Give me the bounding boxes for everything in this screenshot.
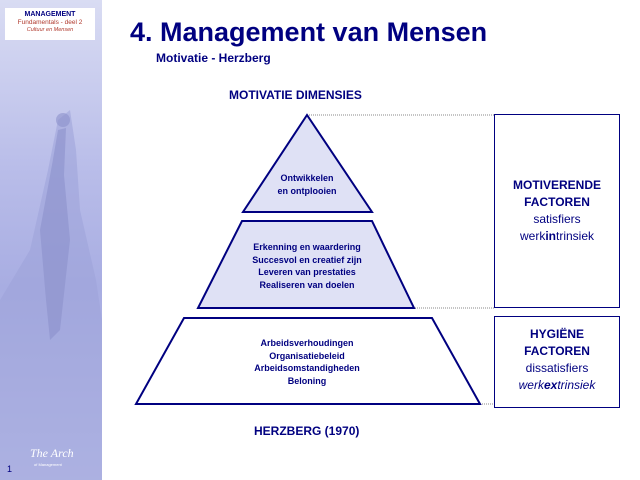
tier-middle-line: Realiseren van doelen xyxy=(222,279,392,292)
pyramid-tier-top xyxy=(243,115,372,212)
hygiene-term-suffix: trinsiek xyxy=(557,378,595,392)
hygiene-term-prefix: werk xyxy=(519,378,544,392)
tier-top-text: Ontwikkelen en ontplooien xyxy=(247,172,367,197)
tier-bottom-line: Organisatiebeleid xyxy=(222,350,392,363)
tier-top-line: en ontplooien xyxy=(247,185,367,198)
motivators-term: werkintrinsiek xyxy=(495,228,619,245)
tier-bottom-line: Arbeidsverhoudingen xyxy=(222,337,392,350)
tier-bottom-text: Arbeidsverhoudingen Organisatiebeleid Ar… xyxy=(222,337,392,387)
diagram-caption: HERZBERG (1970) xyxy=(254,424,359,438)
motivators-title-line2: FACTOREN xyxy=(495,194,619,211)
hygiene-title-line2: FACTOREN xyxy=(495,343,619,360)
tier-middle-line: Erkenning en waardering xyxy=(222,241,392,254)
tier-top-line: Ontwikkelen xyxy=(247,172,367,185)
hygiene-box: HYGIËNE FACTOREN dissatisfiers werkextri… xyxy=(494,316,620,408)
motivators-term-prefix: werk xyxy=(520,229,545,243)
tier-middle-text: Erkenning en waardering Succesvol en cre… xyxy=(222,241,392,291)
motivators-title-line1: MOTIVERENDE xyxy=(495,177,619,194)
tier-middle-line: Leveren van prestaties xyxy=(222,266,392,279)
tier-bottom-line: Arbeidsomstandigheden xyxy=(222,362,392,375)
motivators-term-suffix: trinsiek xyxy=(556,229,594,243)
motivators-label: satisfiers xyxy=(495,211,619,228)
hygiene-label: dissatisfiers xyxy=(495,360,619,377)
hygiene-title-line1: HYGIËNE xyxy=(495,326,619,343)
tier-middle-line: Succesvol en creatief zijn xyxy=(222,254,392,267)
motivators-term-emphasis: in xyxy=(545,229,556,243)
hygiene-term-emphasis: ex xyxy=(544,378,557,392)
hygiene-term: werkextrinsiek xyxy=(495,377,619,394)
motivators-box: MOTIVERENDE FACTOREN satisfiers werkintr… xyxy=(494,114,620,308)
tier-bottom-line: Beloning xyxy=(222,375,392,388)
